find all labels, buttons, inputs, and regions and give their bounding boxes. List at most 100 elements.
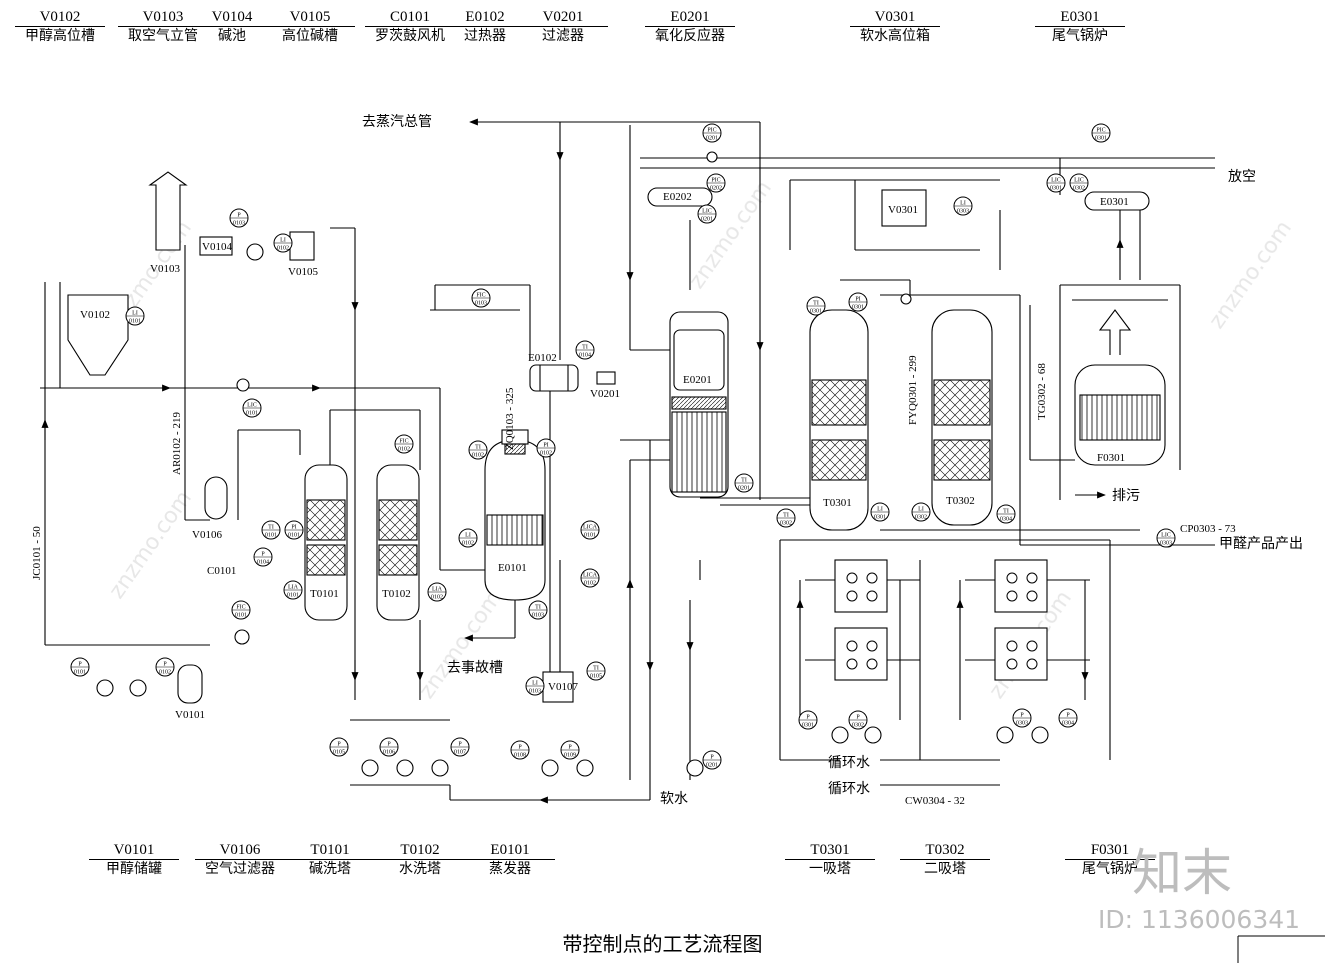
- pump-icon: [686, 759, 704, 777]
- instrument-number: 0304: [1062, 721, 1074, 727]
- instrument-tag: FIC: [399, 439, 408, 445]
- instrument-number: 0105: [333, 750, 345, 756]
- instrument-number: 0201: [701, 217, 713, 223]
- instrument-tag: TI: [535, 605, 541, 611]
- cooler-tubes: [846, 572, 1038, 670]
- instrument-tag: P: [163, 662, 167, 668]
- instrument-tag: LI: [280, 238, 286, 244]
- instrument-tag: TI: [593, 666, 599, 672]
- instrument-number: 0101: [265, 533, 277, 539]
- v0101-tank: [177, 664, 203, 704]
- legend-name: 氧化反应器: [655, 28, 725, 44]
- instrument-balloon: TI 0101: [261, 520, 281, 540]
- instrument-number: 0101: [584, 533, 596, 539]
- instrument-tag: TI: [1003, 509, 1009, 515]
- instrument-tag: LI: [960, 201, 966, 207]
- legend-name: 甲醇高位槽: [25, 28, 95, 44]
- instrument-number: 0109: [564, 753, 576, 759]
- instrument-number: 0108: [514, 753, 526, 759]
- instruments: LI0101P0103LI0102LIC0101FIC0103TI0104FIC…: [70, 123, 1176, 770]
- equipment-tags: V0102 V0103 V0104 V0105 V0106 C0101 T010…: [80, 191, 1129, 721]
- label-cooling-water-1: 循环水: [828, 755, 870, 771]
- legend-code: T0101: [285, 841, 375, 860]
- legend-name: 尾气锅炉: [1052, 28, 1108, 44]
- instrument-number: 0101: [129, 319, 141, 325]
- v0102-tank: [67, 294, 129, 376]
- tag-c0101: C0101: [207, 565, 236, 577]
- instrument-number: 0102: [540, 451, 552, 457]
- instrument-number: 0201: [706, 763, 718, 769]
- instrument-number: 0303: [1016, 721, 1028, 727]
- frame-corner: [1237, 935, 1325, 963]
- equipment: [67, 171, 1166, 704]
- pump-icon: [996, 726, 1014, 744]
- watermark-logo: 知末 ID: 1136006341: [1098, 844, 1300, 934]
- pump-icon: [246, 243, 264, 261]
- diagram-title: 带控制点的工艺流程图: [562, 932, 763, 956]
- instrument-tag: P: [1066, 713, 1070, 719]
- tag-t0102: T0102: [382, 588, 411, 600]
- pump-icon: [541, 759, 559, 777]
- tag-t0302: T0302: [946, 495, 975, 507]
- instrument-balloon: P 0102: [155, 657, 175, 677]
- e0202-exchanger: [647, 187, 713, 207]
- v0103-stack: [148, 171, 188, 251]
- instrument-number: 0301: [1095, 136, 1107, 142]
- tag-e0102: E0102: [528, 352, 557, 364]
- instrument-tag: LICA: [583, 525, 598, 531]
- instrument-number: 0101: [235, 613, 247, 619]
- legend-code: E0101: [465, 841, 555, 860]
- tag-v0101: V0101: [175, 709, 205, 721]
- instrument-number: 0102: [462, 541, 474, 547]
- instrument-tag: LI: [918, 507, 924, 513]
- instrument-tag: P: [387, 742, 391, 748]
- instrument-number: 0103: [529, 689, 541, 695]
- instrument-tag: LIA: [288, 585, 299, 591]
- instrument-number: 0105: [590, 674, 602, 680]
- instrument-balloon: LI 0103: [525, 676, 545, 696]
- legend-name: 取空气立管: [128, 28, 198, 44]
- instrument-number: 0102: [159, 670, 171, 676]
- instrument-tag: PIC: [707, 128, 716, 134]
- instrument-tag: LI: [532, 681, 538, 687]
- instrument-tag: P: [261, 552, 265, 558]
- tag-t0101: T0101: [310, 588, 339, 600]
- pump-icon: [864, 726, 882, 744]
- instrument-number: 0302: [852, 723, 864, 729]
- instrument-number: 0107: [454, 750, 466, 756]
- legend-code: V0105: [265, 8, 355, 27]
- pump-icon: [831, 726, 849, 744]
- instrument-tag: TI: [813, 301, 819, 307]
- instrument-tag: LI: [132, 311, 138, 317]
- legend-code: T0301: [785, 841, 875, 860]
- tag-v0107: V0107: [548, 681, 578, 693]
- instrument-number: 0103: [233, 221, 245, 227]
- instrument-tag: LIC: [1074, 178, 1084, 184]
- instrument-number: 0301: [810, 309, 822, 315]
- legend-code: E0301: [1035, 8, 1125, 27]
- instrument-tag: P: [1020, 713, 1024, 719]
- instrument-tag: TI: [268, 525, 274, 531]
- label-soft-water: 软水: [660, 791, 688, 807]
- instrument-number: 0103: [532, 613, 544, 619]
- legend-name: 蒸发器: [489, 861, 531, 877]
